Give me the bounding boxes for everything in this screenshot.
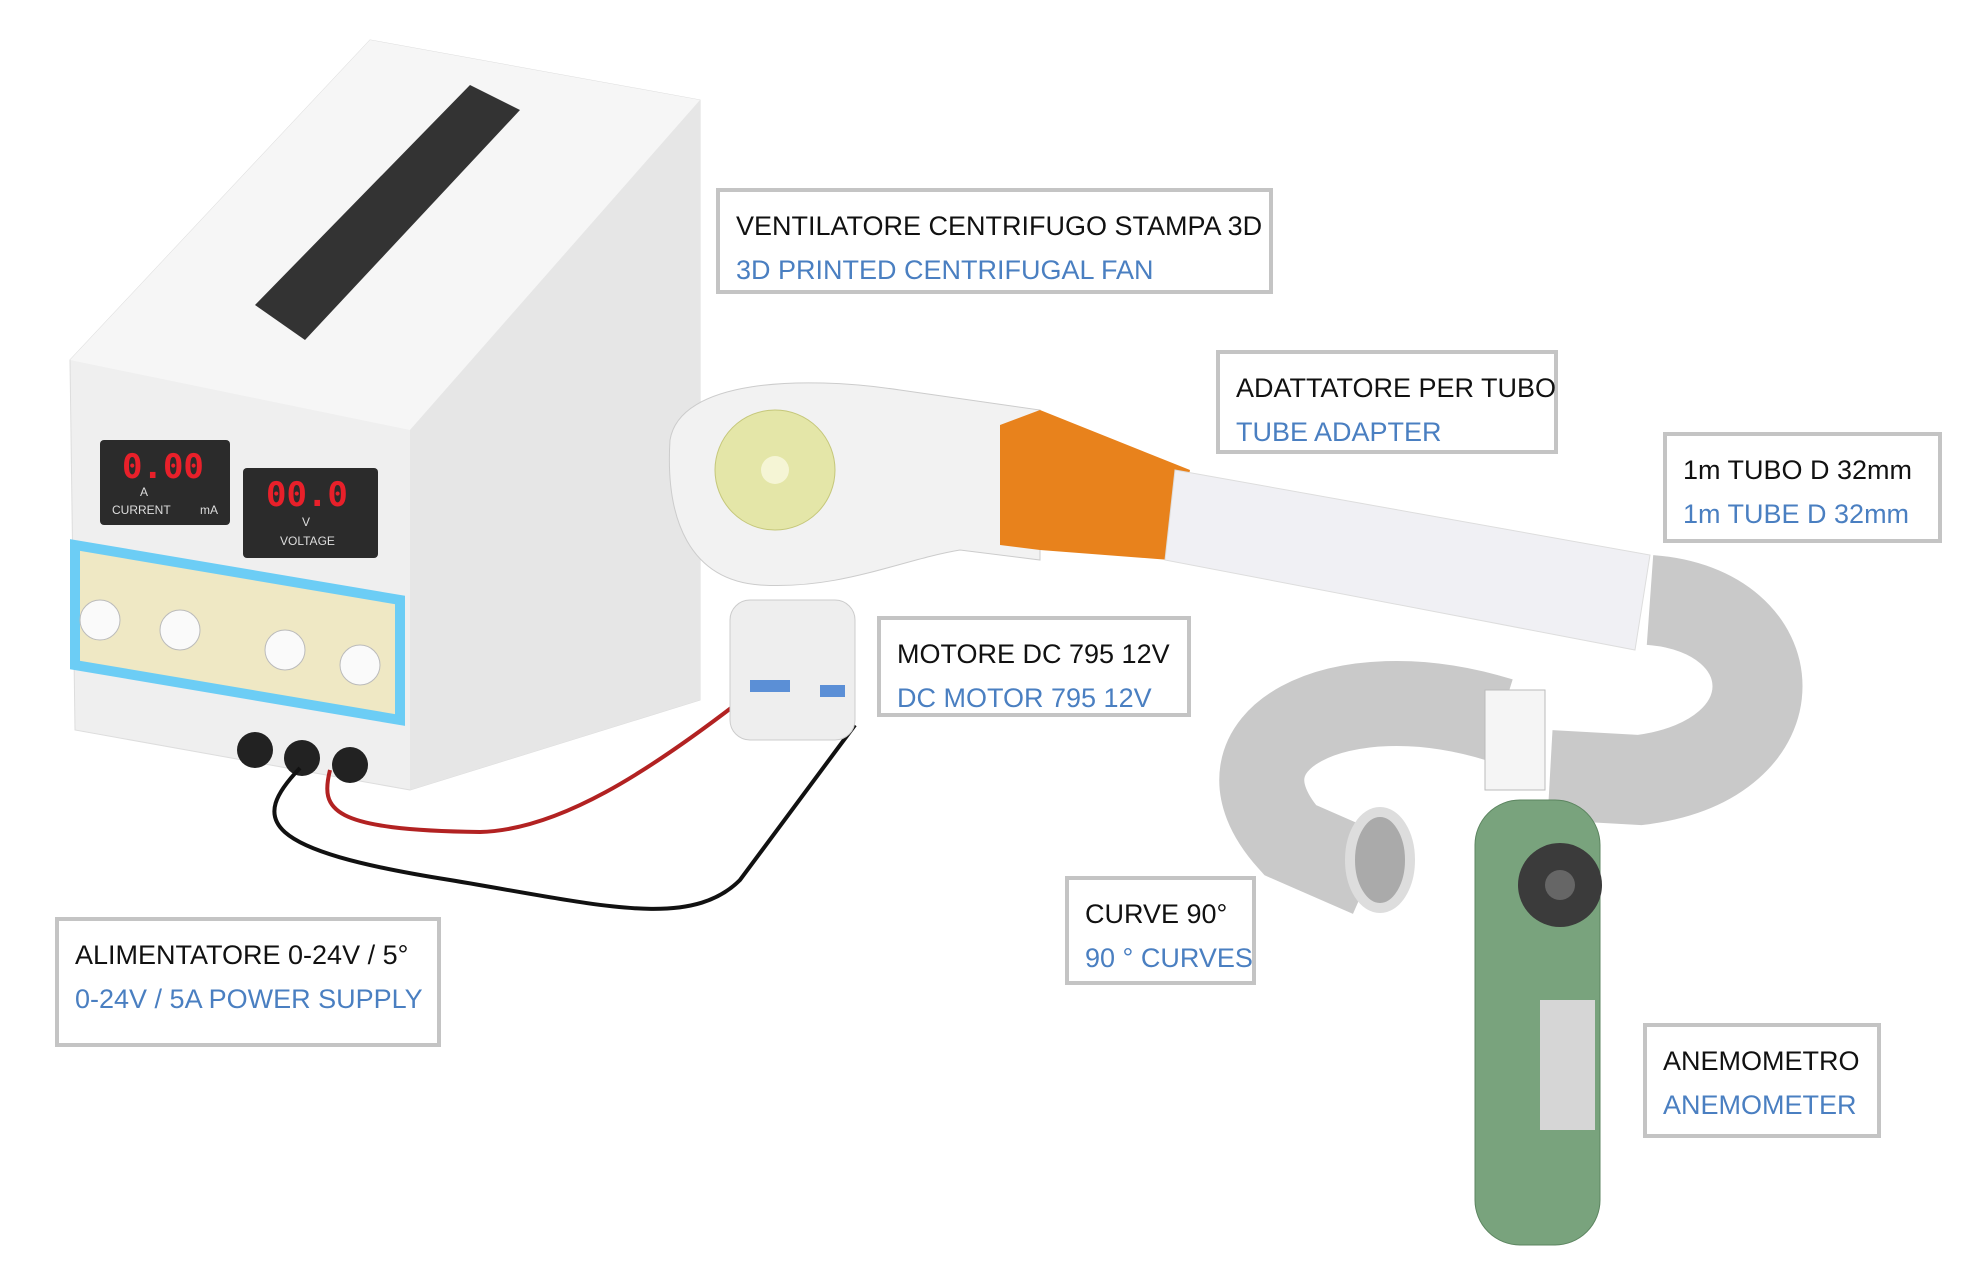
label-power-en: 0-24V / 5A POWER SUPPLY: [75, 984, 423, 1014]
label-adapter-it: ADATTATORE PER TUBO: [1236, 373, 1557, 403]
label-curves-it: CURVE 90°: [1085, 899, 1228, 929]
current-unit-ma: mA: [200, 503, 218, 517]
knob[interactable]: [79, 599, 121, 641]
voltage-readout: 00.0: [266, 475, 348, 515]
label-tube-en: 1m TUBE D 32mm: [1683, 499, 1910, 529]
tube-adapter: [1000, 410, 1190, 560]
label-fan-en: 3D PRINTED CENTRIFUGAL FAN: [736, 255, 1154, 285]
label-adapter: ADATTATORE PER TUBO TUBE ADAPTER: [1216, 350, 1558, 454]
knob[interactable]: [159, 609, 201, 651]
knob[interactable]: [264, 629, 306, 671]
curve-90-left: [1219, 660, 1513, 914]
label-fan: VENTILATORE CENTRIFUGO STAMPA 3D 3D PRIN…: [716, 188, 1273, 294]
curve-90-right: [1547, 555, 1803, 826]
label-power-it: ALIMENTATORE 0-24V / 5°: [75, 940, 409, 970]
label-power-supply: ALIMENTATORE 0-24V / 5° 0-24V / 5A POWER…: [55, 917, 441, 1047]
tube: [1164, 469, 1651, 651]
power-supply: 0.00 A CURRENT mA 00.0 V VOLTAGE: [69, 39, 701, 791]
label-fan-it: VENTILATORE CENTRIFUGO STAMPA 3D: [736, 211, 1263, 241]
voltage-label: VOLTAGE: [280, 534, 335, 548]
label-tube: 1m TUBO D 32mm 1m TUBE D 32mm: [1663, 432, 1942, 543]
label-tube-it: 1m TUBO D 32mm: [1683, 455, 1913, 485]
label-anemometer-it: ANEMOMETRO: [1663, 1046, 1860, 1076]
handle: [255, 85, 520, 340]
label-anemometer-en: ANEMOMETER: [1663, 1090, 1857, 1120]
label-curves-en: 90 ° CURVES: [1085, 943, 1253, 973]
label-anemometer: ANEMOMETRO ANEMOMETER: [1643, 1023, 1881, 1138]
centrifugal-fan: [668, 382, 1041, 741]
knob[interactable]: [339, 644, 381, 686]
label-motor-en: DC MOTOR 795 12V: [897, 683, 1152, 713]
current-unit: A: [140, 485, 148, 499]
label-motor-it: MOTORE DC 795 12V: [897, 639, 1170, 669]
current-label: CURRENT: [112, 503, 171, 517]
current-display: [100, 440, 230, 525]
dc-motor: [729, 599, 856, 741]
red-wire: [325, 703, 737, 835]
anemometer: [1474, 799, 1602, 1246]
label-curves: CURVE 90° 90 ° CURVES: [1065, 876, 1256, 985]
black-wire: [272, 723, 857, 911]
label-motor: MOTORE DC 795 12V DC MOTOR 795 12V: [877, 616, 1191, 717]
label-adapter-en: TUBE ADAPTER: [1236, 417, 1442, 447]
voltage-unit: V: [302, 515, 310, 529]
current-readout: 0.00: [122, 447, 204, 487]
voltage-display: [243, 468, 378, 558]
